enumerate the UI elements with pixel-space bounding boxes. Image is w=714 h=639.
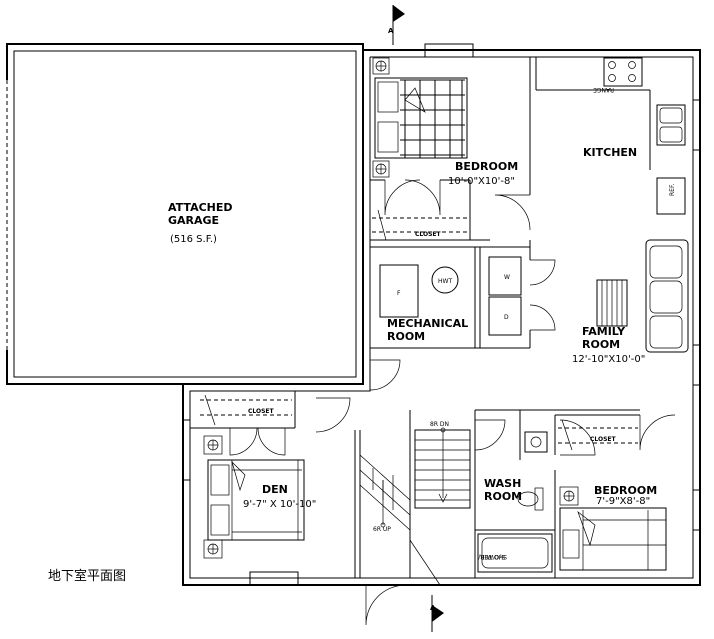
mechanical-label-1: MECHANICAL bbox=[387, 317, 468, 330]
furnace-label: F bbox=[397, 290, 401, 297]
wash-label-1: WASH bbox=[484, 477, 521, 490]
bedroom1-size: 10'-0"X10'-8" bbox=[448, 176, 515, 187]
toilet bbox=[517, 487, 544, 511]
section-marker-bottom: A bbox=[430, 595, 444, 632]
kitchen-sink bbox=[656, 104, 686, 146]
bedroom2-size: 7'-9"X8'-8" bbox=[596, 496, 650, 507]
washer-dryer: W D bbox=[488, 256, 522, 336]
range-label: RANGE bbox=[593, 86, 614, 93]
wash-label-2: ROOM bbox=[484, 490, 522, 503]
den-label: DEN bbox=[262, 483, 288, 496]
wash-room-sink bbox=[524, 431, 548, 453]
closet-label: CLOSET bbox=[415, 231, 442, 238]
family-size: 12'-10"X10'-0" bbox=[572, 354, 645, 365]
shower-tub: SHOWER S/O TUB/ bbox=[477, 533, 553, 573]
garage-label-1: ATTACHED bbox=[168, 201, 233, 214]
family-room-sofa bbox=[645, 239, 689, 353]
garage-area: (516 S.F.) bbox=[170, 234, 217, 245]
den-nightstands bbox=[203, 435, 223, 559]
bedroom2-closet: CLOSET bbox=[558, 419, 638, 451]
kitchen-label: KITCHEN bbox=[583, 146, 637, 159]
interior-walls bbox=[190, 57, 650, 578]
family-label-2: ROOM bbox=[582, 338, 620, 351]
water-heater-label: HWT bbox=[438, 278, 452, 285]
water-heater: HWT bbox=[431, 266, 459, 294]
closet-label: CLOSET bbox=[248, 408, 275, 415]
bedroom1-nightstands bbox=[372, 57, 390, 178]
bedroom1-closet: CLOSET bbox=[372, 209, 470, 241]
refrigerator: REF. bbox=[656, 177, 686, 215]
kitchen-range: RANGE bbox=[593, 57, 643, 93]
stair-up-label: 6R UP bbox=[373, 526, 391, 533]
stairs-up: 6R UP bbox=[359, 454, 441, 586]
bedroom2-nightstand bbox=[559, 486, 579, 506]
section-marker-label: A bbox=[388, 27, 394, 35]
ref-label: REF. bbox=[669, 184, 676, 196]
bedroom2-bed bbox=[559, 507, 667, 571]
coffee-table bbox=[596, 279, 628, 327]
closet-label: CLOSET bbox=[590, 436, 617, 443]
shower-label-2: S/O TUB/ bbox=[477, 553, 505, 560]
stairs-down: 8R DN bbox=[414, 421, 471, 509]
bedroom1-label: BEDROOM bbox=[455, 160, 518, 173]
den-closet: CLOSET bbox=[200, 394, 292, 426]
stair-down-label: 8R DN bbox=[430, 421, 449, 428]
family-label-1: FAMILY bbox=[582, 325, 626, 338]
shower-label-1: SHOWER bbox=[480, 553, 507, 560]
doors bbox=[229, 179, 676, 626]
den-size: 9'-7" X 10'-10" bbox=[243, 499, 316, 510]
mechanical-label-2: ROOM bbox=[387, 330, 425, 343]
plan-caption: 地下室平面图 bbox=[48, 568, 126, 584]
garage-label-2: GARAGE bbox=[168, 214, 219, 227]
bedroom1-bed bbox=[374, 77, 468, 159]
furnace: F bbox=[379, 264, 419, 318]
house-outer-walls bbox=[182, 43, 701, 586]
dryer-label: D bbox=[504, 314, 509, 321]
section-marker-label: A bbox=[430, 604, 436, 612]
washer-label: W bbox=[504, 274, 510, 281]
den-bed bbox=[207, 459, 305, 541]
section-marker-top: A bbox=[388, 5, 405, 45]
bedroom2-label: BEDROOM bbox=[594, 484, 657, 497]
